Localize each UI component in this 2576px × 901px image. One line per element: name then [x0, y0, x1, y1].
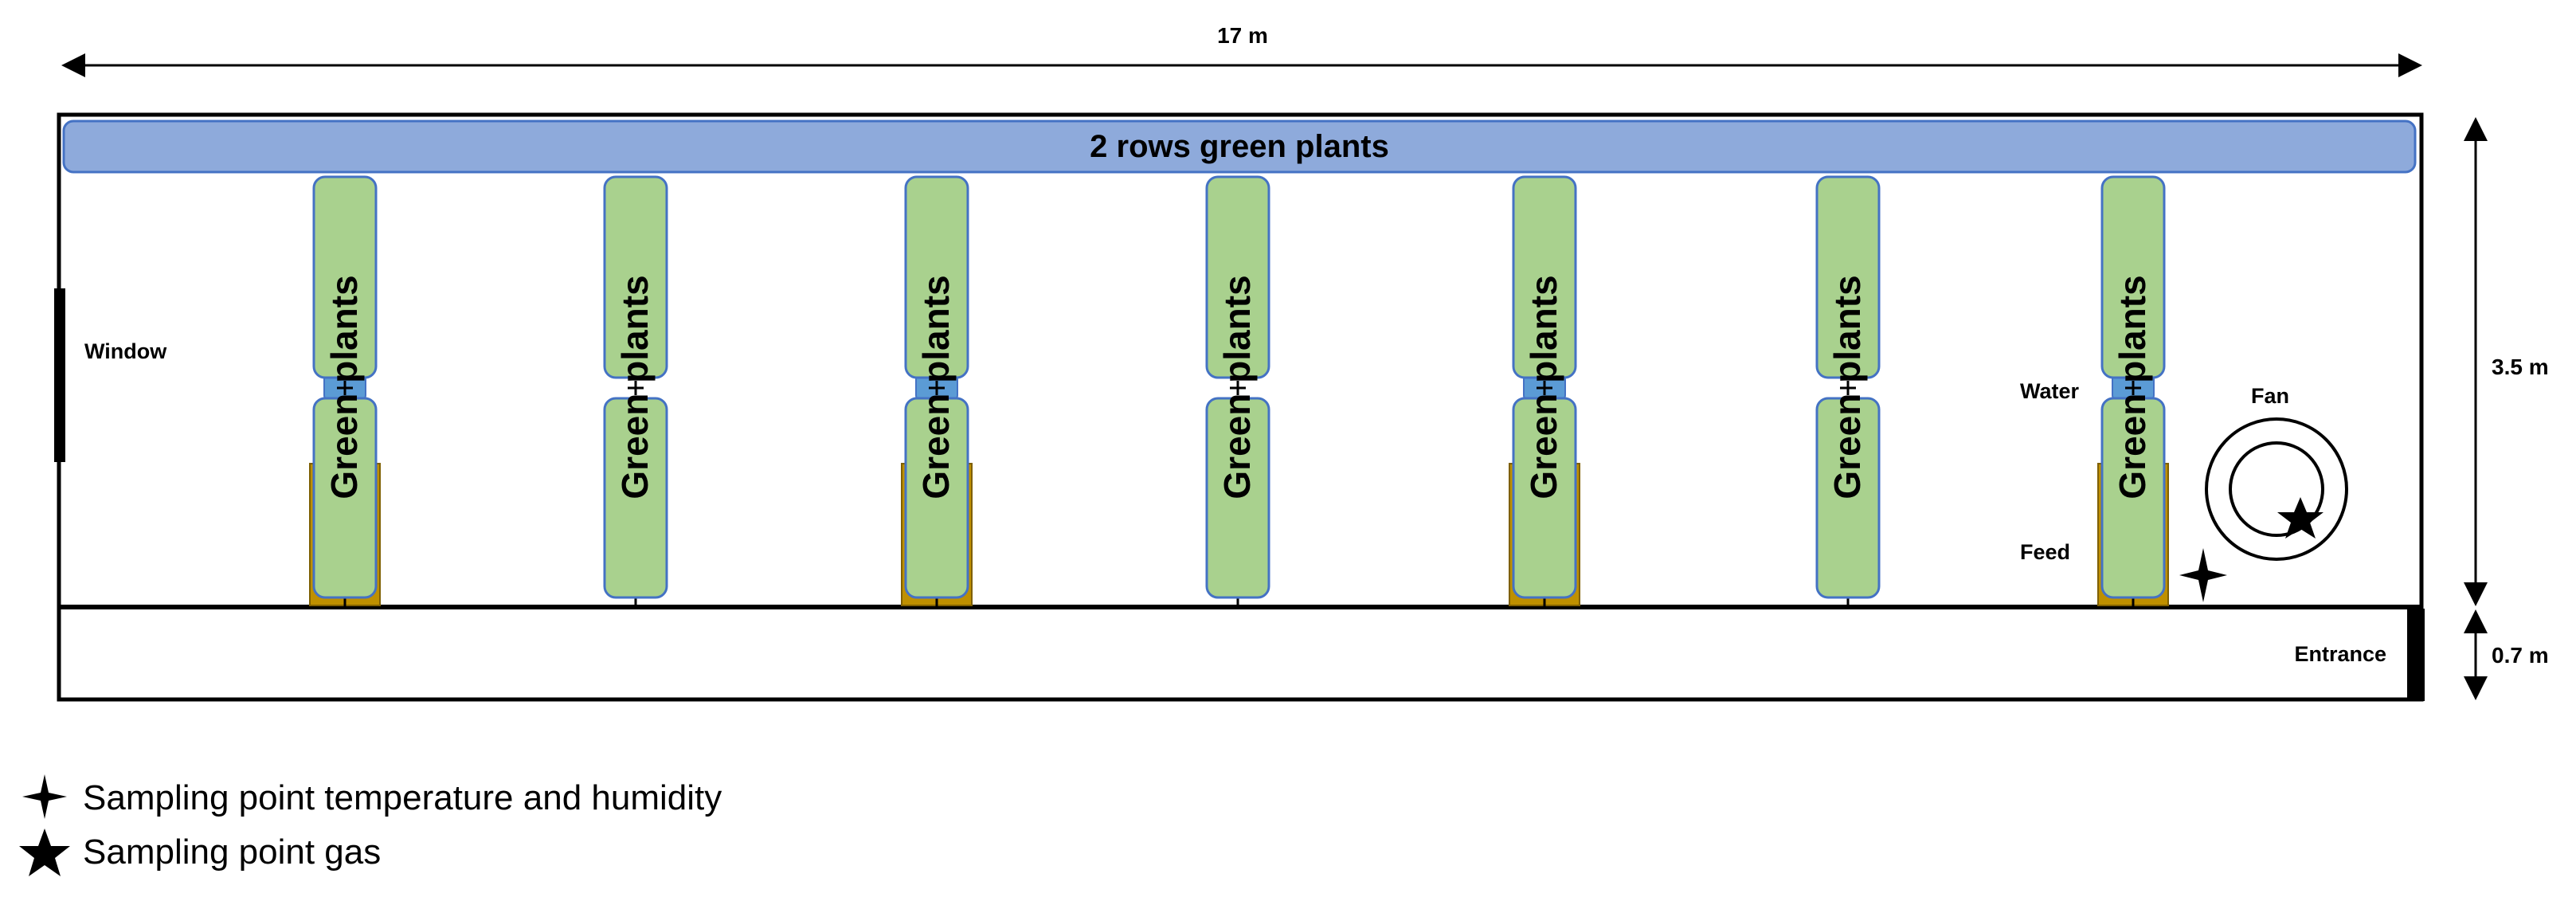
legend-gas-text: Sampling point gas [83, 832, 381, 872]
gas-sampling-point-star [2277, 497, 2323, 539]
green-plants-column-label: Green plants [614, 275, 656, 499]
feed-label: Feed [2020, 540, 2070, 564]
water-label: Water [2020, 379, 2080, 403]
green-plants-column-label: Green plants [2112, 275, 2153, 499]
green-plants-upper-block [2100, 175, 2166, 379]
window-label: Window [84, 339, 167, 363]
length-dimension-label: 17 m [1217, 23, 1268, 48]
legend-five-point-star-icon [19, 829, 70, 876]
top-green-plants-label: 2 rows green plants [1090, 129, 1389, 164]
green-plants-column-label: Green plants [1826, 275, 1868, 499]
green-plants-lower-block [904, 397, 969, 599]
green-plants-lower-block [312, 397, 378, 599]
main-width-dimension-label: 3.5 m [2492, 355, 2549, 379]
green-plants-column-label: Green plants [915, 275, 957, 499]
fan-label: Fan [2251, 384, 2289, 408]
green-plants-upper-block [603, 175, 668, 379]
green-plants-upper-block [904, 175, 969, 379]
green-plants-lower-block [2100, 397, 2166, 599]
fan-outer-ring [2205, 417, 2348, 561]
legend-four-point-star-icon [22, 774, 67, 819]
corridor-width-dimension-label: 0.7 m [2492, 643, 2549, 668]
green-plants-upper-block [312, 175, 378, 379]
green-plants-column-label: Green plants [323, 275, 365, 499]
entrance-marker [2407, 609, 2425, 701]
fan-inner-ring [2229, 441, 2324, 537]
green-plants-lower-block [1205, 397, 1270, 599]
green-plants-column-label: Green plants [1523, 275, 1564, 499]
green-plants-lower-block [1815, 397, 1881, 599]
green-plants-upper-block [1205, 175, 1270, 379]
temperature-humidity-sampling-point-symbol [2179, 548, 2227, 602]
legend-temperature-humidity-text: Sampling point temperature and humidity [83, 778, 722, 817]
top-green-plants-row [62, 119, 2417, 174]
entrance-label: Entrance [2294, 642, 2386, 666]
green-plants-upper-block [1512, 175, 1577, 379]
green-plants-lower-block [603, 397, 668, 599]
green-plants-lower-block [1512, 397, 1577, 599]
green-plants-upper-block [1815, 175, 1881, 379]
window-marker [54, 288, 65, 462]
plant-columns: Green plants Green plants Green plants Gree… [309, 175, 2169, 609]
green-plants-column-label: Green plants [1216, 275, 1258, 499]
